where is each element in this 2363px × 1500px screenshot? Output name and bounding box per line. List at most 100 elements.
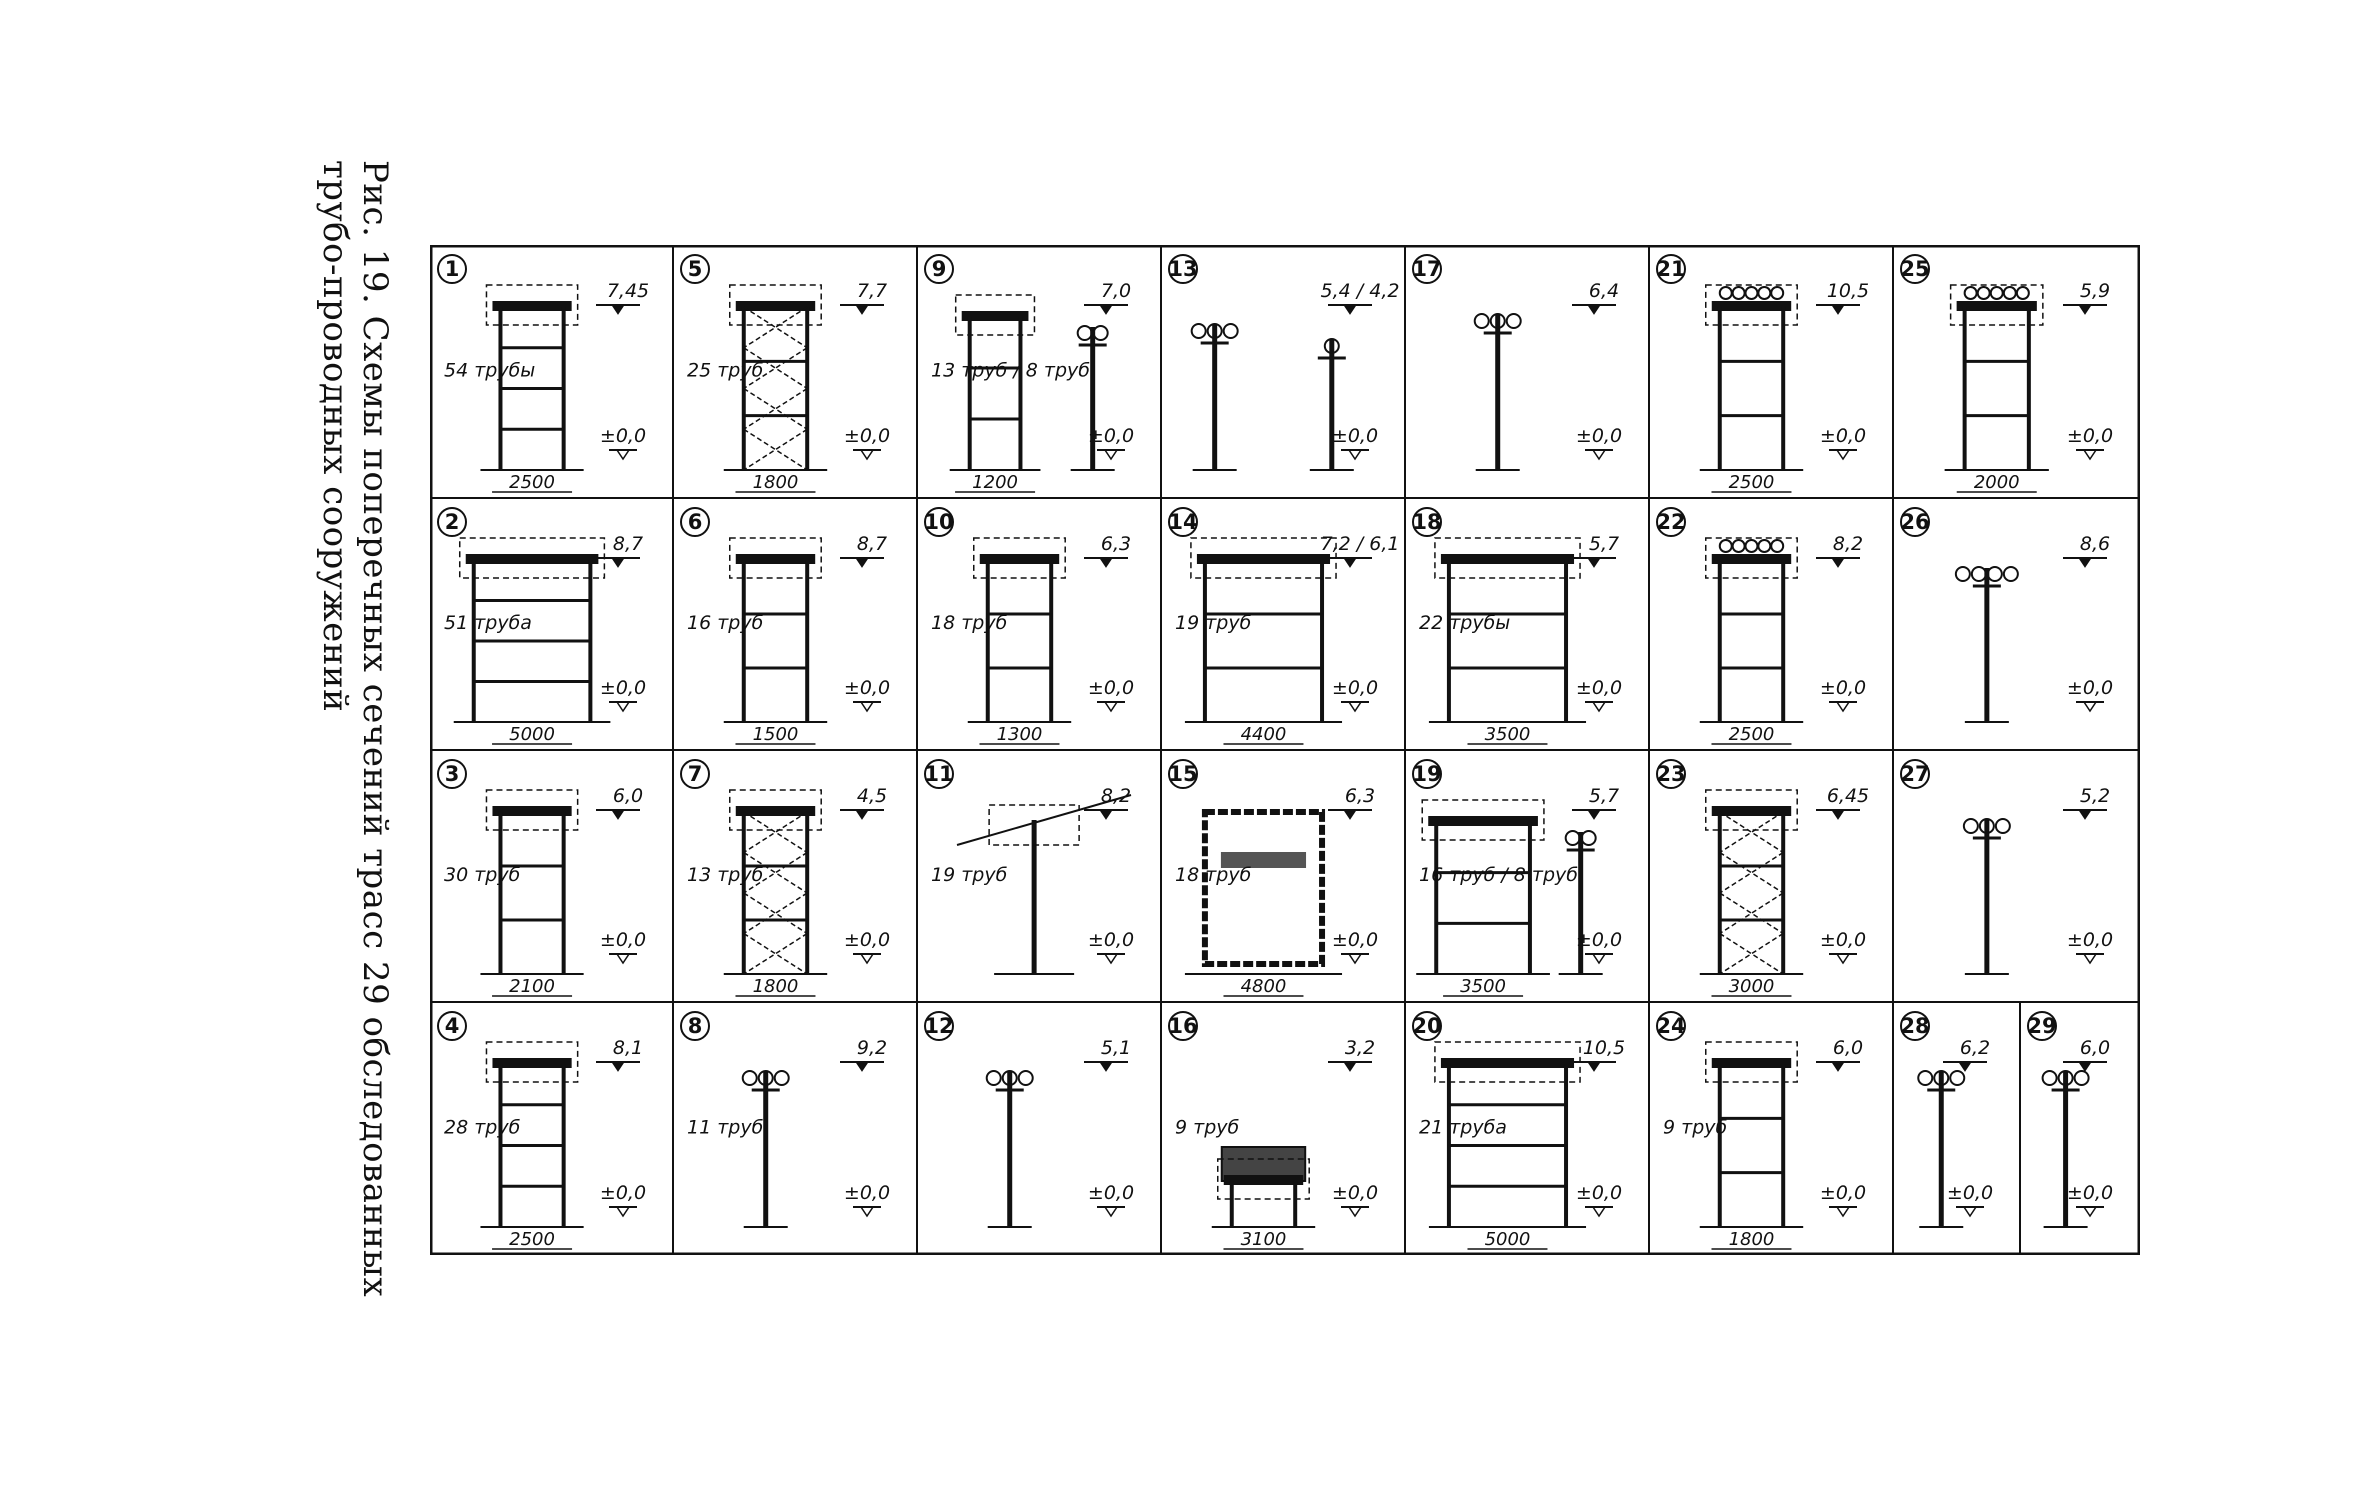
elevation-mark-triangle — [2078, 304, 2092, 315]
ground-mark-triangle — [1835, 953, 1851, 965]
ground-level-label: ±0,0 — [1088, 425, 1134, 447]
pipe-circle — [1933, 1070, 1950, 1086]
width-dimension-label: 1200 — [972, 472, 1018, 493]
crossbeam — [1440, 1058, 1575, 1068]
elevation-mark-triangle — [2078, 809, 2092, 820]
cell-number: 2 — [445, 510, 460, 534]
pipe-circle — [1323, 338, 1340, 354]
elevation-mark-triangle — [1099, 304, 1113, 315]
width-dimension-label: 3500 — [1485, 724, 1531, 745]
elevation-mark-triangle — [855, 809, 869, 820]
pipe-envelope — [729, 284, 822, 326]
pipe-circle — [1744, 286, 1759, 300]
elevation-label: 6,0 — [1833, 1037, 1863, 1059]
ground-mark-triangle — [1835, 701, 1851, 713]
pipe-envelope — [1217, 1158, 1310, 1200]
pipe-circle — [773, 1070, 790, 1086]
elevation-mark-triangle — [2078, 1061, 2092, 1072]
crossbeam — [1440, 554, 1575, 564]
pipe-circle — [1954, 566, 1971, 582]
ground-level-label: ±0,0 — [1820, 1182, 1866, 1204]
crossbeam — [1711, 301, 1792, 311]
cell-number: 5 — [688, 257, 703, 281]
width-dimension-label: 1500 — [753, 724, 799, 745]
cell-13: 135,4 / 4,2±0,0 — [1168, 254, 1399, 471]
pipe-envelope — [485, 284, 579, 326]
truss-diagonal — [743, 851, 808, 894]
elevation-mark-triangle — [1099, 557, 1113, 568]
cell-number: 27 — [1900, 762, 1929, 786]
truss-diagonal — [743, 347, 808, 390]
pipe-count-label: 51 труба — [444, 612, 532, 634]
crossbeam — [961, 311, 1029, 321]
pipe-circle — [985, 1070, 1002, 1086]
elevation-mark-triangle — [855, 304, 869, 315]
ground-level-label: ±0,0 — [844, 1182, 890, 1204]
ground-level-label: ±0,0 — [1576, 677, 1622, 699]
ground-level-label: ±0,0 — [600, 425, 646, 447]
elevation-label: 8,2 — [1833, 533, 1863, 555]
crossbeam — [1711, 554, 1792, 564]
pipe-envelope — [485, 789, 579, 831]
cell-number: 8 — [688, 1014, 703, 1038]
crossbeam — [1223, 1175, 1304, 1185]
pipe-circle — [1770, 539, 1785, 553]
pipe-envelope — [1949, 284, 2044, 326]
elevation-label: 7,2 / 6,1 — [1321, 533, 1400, 555]
pipe-envelope — [485, 1041, 579, 1083]
elevation-mark-triangle — [1831, 557, 1845, 568]
crossbeam — [1711, 806, 1792, 816]
pipe-circle — [1970, 566, 1987, 582]
pipe-envelope — [988, 804, 1080, 846]
pipe-count-label: 16 труб / 8 труб — [1419, 864, 1578, 886]
cell-number-circle — [437, 1011, 467, 1041]
width-dimension-label: 4400 — [1241, 724, 1287, 745]
ground-mark-triangle — [1347, 701, 1363, 713]
elevation-mark-triangle — [611, 304, 625, 315]
cell-number-circle — [1412, 759, 1442, 789]
cell-number: 9 — [932, 257, 947, 281]
pipe-count-label: 28 труб — [444, 1117, 521, 1139]
elevation-label: 5,7 — [1589, 785, 1619, 807]
pipe-circle — [2057, 1070, 2074, 1086]
pipe-count-label: 11 труб — [687, 1117, 764, 1139]
elevation-label: 8,7 — [613, 533, 643, 555]
cell-number-circle — [1168, 759, 1198, 789]
truss-diagonal — [743, 811, 808, 854]
pipe-circle — [1917, 1070, 1934, 1086]
width-dimension-label: 2000 — [1974, 472, 2020, 493]
crossbeam — [735, 301, 816, 311]
pipe-circle — [741, 1070, 758, 1086]
pipe-circle — [1770, 286, 1785, 300]
ground-mark-triangle — [1962, 1206, 1978, 1218]
pipe-circle — [1976, 286, 1991, 300]
pipe-circle — [1731, 539, 1746, 553]
truss-diagonal — [743, 892, 808, 935]
elevation-label: 3,2 — [1345, 1037, 1375, 1059]
cell-number-circle — [680, 507, 710, 537]
elevation-label: 8,7 — [857, 533, 887, 555]
ground-mark-triangle — [2082, 449, 2098, 461]
ground-level-label: ±0,0 — [1332, 1182, 1378, 1204]
crossbeam — [465, 554, 599, 564]
elevation-mark-triangle — [611, 809, 625, 820]
truss-diagonal — [1719, 811, 1784, 854]
elevation-mark-triangle — [1587, 557, 1601, 568]
cell-number-circle — [1900, 1011, 1930, 1041]
width-dimension-label: 2500 — [1729, 724, 1775, 745]
truss-diagonal — [743, 347, 808, 390]
ground-level-label: ±0,0 — [1820, 677, 1866, 699]
width-dimension-label: 2100 — [509, 976, 555, 997]
ground-mark-triangle — [2082, 953, 2098, 965]
width-dimension-label: 2500 — [509, 472, 555, 493]
pipe-circle — [1757, 539, 1772, 553]
width-dimension-label: 3100 — [1241, 1229, 1287, 1250]
truss-diagonal — [743, 428, 808, 471]
cell-number-circle — [924, 507, 954, 537]
